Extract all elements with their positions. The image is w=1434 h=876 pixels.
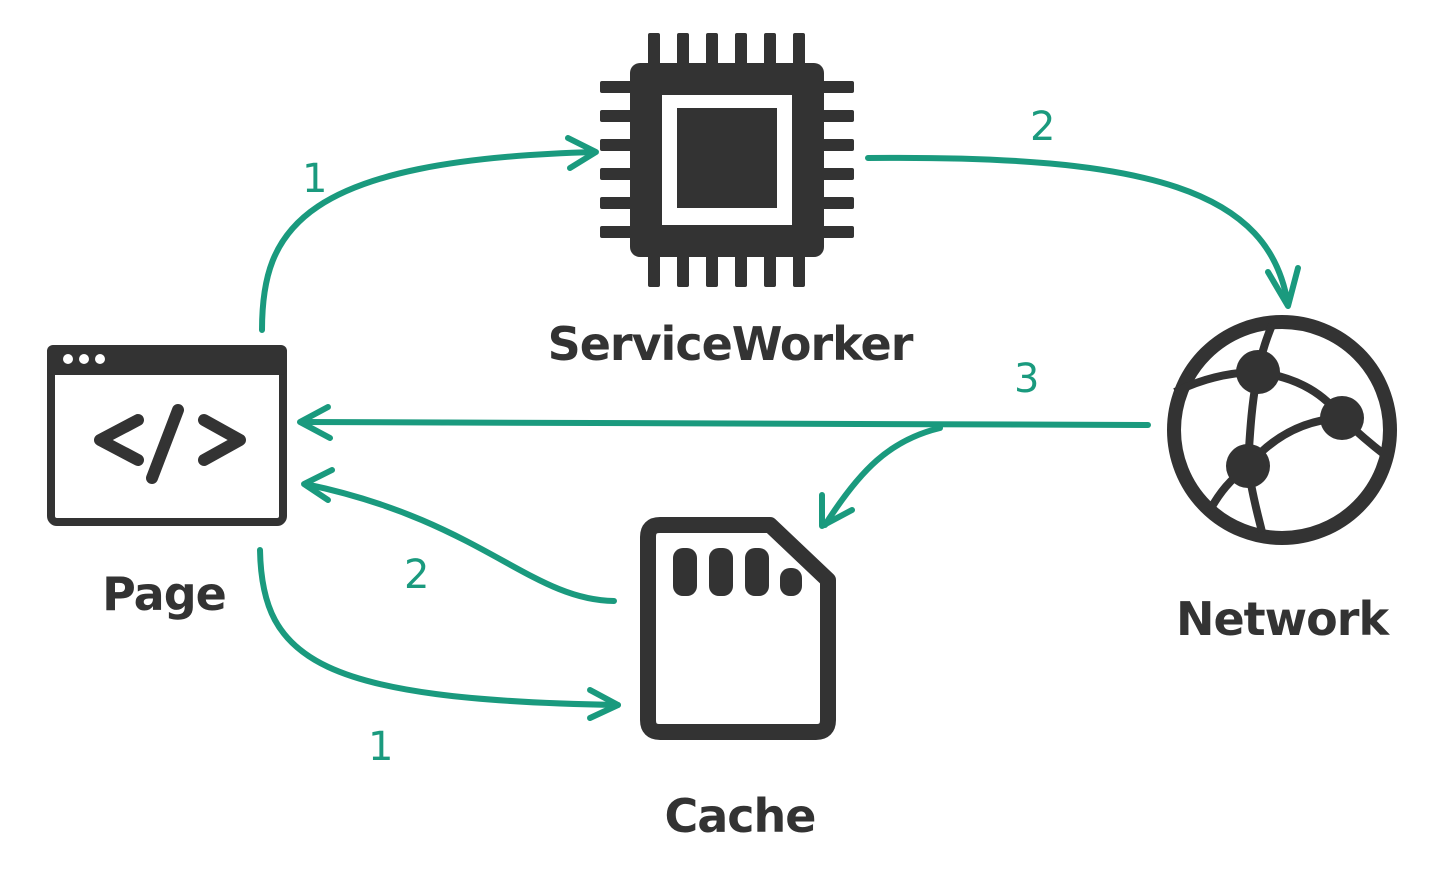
arrowhead-page-to-cache [587, 687, 621, 721]
step-label-cache-to-page: 2 [404, 552, 429, 598]
step-label-page-to-serviceworker: 1 [302, 156, 327, 202]
arrowhead-network-to-cache [819, 492, 855, 529]
arrow-network-to-cache [822, 425, 943, 528]
arrow-cache-to-page [302, 481, 617, 604]
page-label: Page [102, 567, 226, 621]
chip-icon [600, 33, 854, 287]
arrow-network-to-page [299, 419, 1151, 428]
arrow-serviceworker-to-network [865, 154, 1291, 308]
browser-code-icon [47, 345, 287, 526]
arrowhead-serviceworker-to-network [1265, 265, 1301, 309]
step-labels: 1 2 3 2 1 [302, 104, 1055, 770]
step-label-network-to-page: 3 [1014, 356, 1039, 402]
sd-card-icon [640, 517, 836, 740]
arrowhead-network-to-page [297, 404, 333, 441]
arrowhead-page-to-serviceworker [565, 135, 599, 171]
page-node: Page [47, 345, 287, 621]
serviceworker-label: ServiceWorker [548, 317, 914, 371]
serviceworker-node: ServiceWorker [548, 33, 915, 371]
cache-label: Cache [664, 789, 815, 843]
arrow-page-to-cache [257, 547, 621, 708]
step-label-page-to-cache: 1 [368, 724, 393, 770]
network-node: Network [1167, 315, 1397, 646]
arrowhead-cache-to-page [301, 467, 335, 503]
cache-node: Cache [640, 517, 836, 843]
network-label: Network [1176, 592, 1390, 646]
step-label-serviceworker-to-network: 2 [1030, 104, 1055, 150]
arrow-page-to-serviceworker [259, 149, 598, 333]
globe-network-icon [1167, 315, 1397, 545]
arrows [257, 135, 1301, 721]
